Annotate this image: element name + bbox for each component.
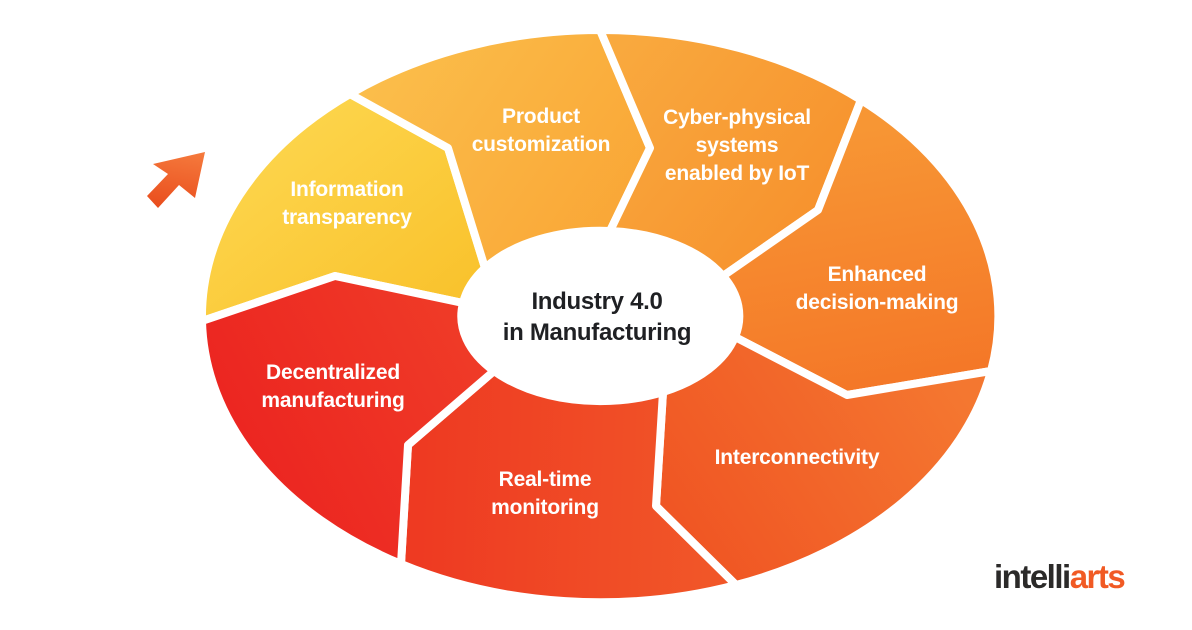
segment-interconnectivity [652,333,995,589]
intelliarts-logo: intelliarts [994,558,1164,598]
logo-text-intelli: intelli [994,558,1071,595]
segment-enhanced-decision-making [719,96,1003,399]
center-hub-circle [458,231,736,401]
logo-text-arts: arts [1069,558,1126,595]
cursor-arrow-icon [147,152,205,208]
